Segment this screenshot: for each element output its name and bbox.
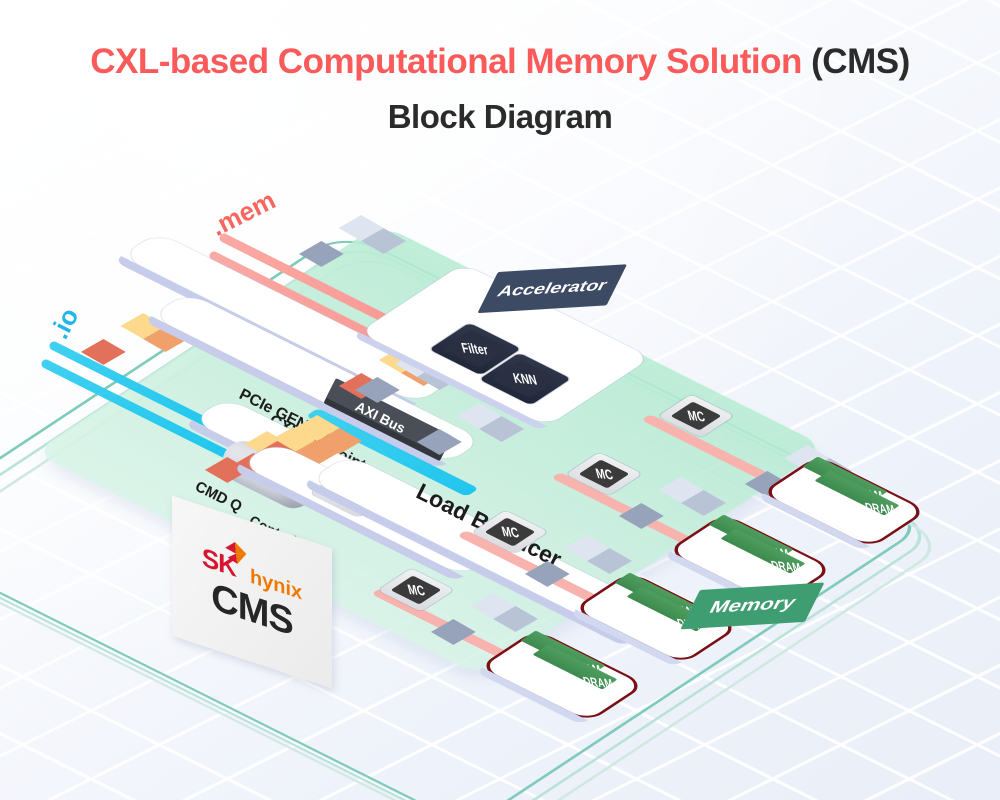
mem-fabric-cube-3 xyxy=(618,477,727,529)
protocol-label-mem: .mem xyxy=(206,184,281,242)
mc-label-1: MC xyxy=(405,581,427,599)
mc-die-2: MC xyxy=(484,517,536,547)
axi-cube-gray xyxy=(354,351,463,403)
title-main-red: CXL-based Computational Memory Solution xyxy=(90,42,802,81)
mem-fabric-cube-1 xyxy=(430,593,539,645)
accelerator-label: Accelerator xyxy=(494,276,611,300)
mc-label-2: MC xyxy=(499,523,521,541)
knn-label: KNN xyxy=(511,369,539,389)
mc-die-1: MC xyxy=(390,575,442,605)
accelerator-label-plate: Accelerator xyxy=(477,264,628,314)
io-packet-cube xyxy=(80,313,189,365)
memory-label: Memory xyxy=(705,593,800,618)
page-subtitle: Block Diagram xyxy=(387,98,613,136)
mem-fabric-cube-2 xyxy=(524,535,633,587)
sk-hynix-butterfly-icon xyxy=(225,541,247,564)
dram-label-4b: DRAM xyxy=(863,501,897,518)
protocol-label-io: .io xyxy=(44,302,85,344)
dram-label-3b: DRAM xyxy=(769,559,803,576)
dram-label-1b: DRAM xyxy=(581,675,615,692)
mc-label-4: MC xyxy=(685,407,707,425)
page-title: CXL-based Computational Memory Solution … xyxy=(0,42,1000,82)
sk-hynix-logo: SK hynix xyxy=(202,538,302,605)
title-main-dark: (CMS) xyxy=(811,42,910,81)
title-block: CXL-based Computational Memory Solution … xyxy=(0,42,1000,136)
mc-label-3: MC xyxy=(593,465,615,483)
mc-die-3: MC xyxy=(578,459,630,489)
mc-die-4: MC xyxy=(670,401,722,431)
axi-cube-gray-2 xyxy=(416,403,525,455)
mem-packet-cube xyxy=(298,215,407,267)
brand-signboard: SK hynix CMS xyxy=(172,495,332,689)
filter-label: Filter xyxy=(459,339,491,359)
